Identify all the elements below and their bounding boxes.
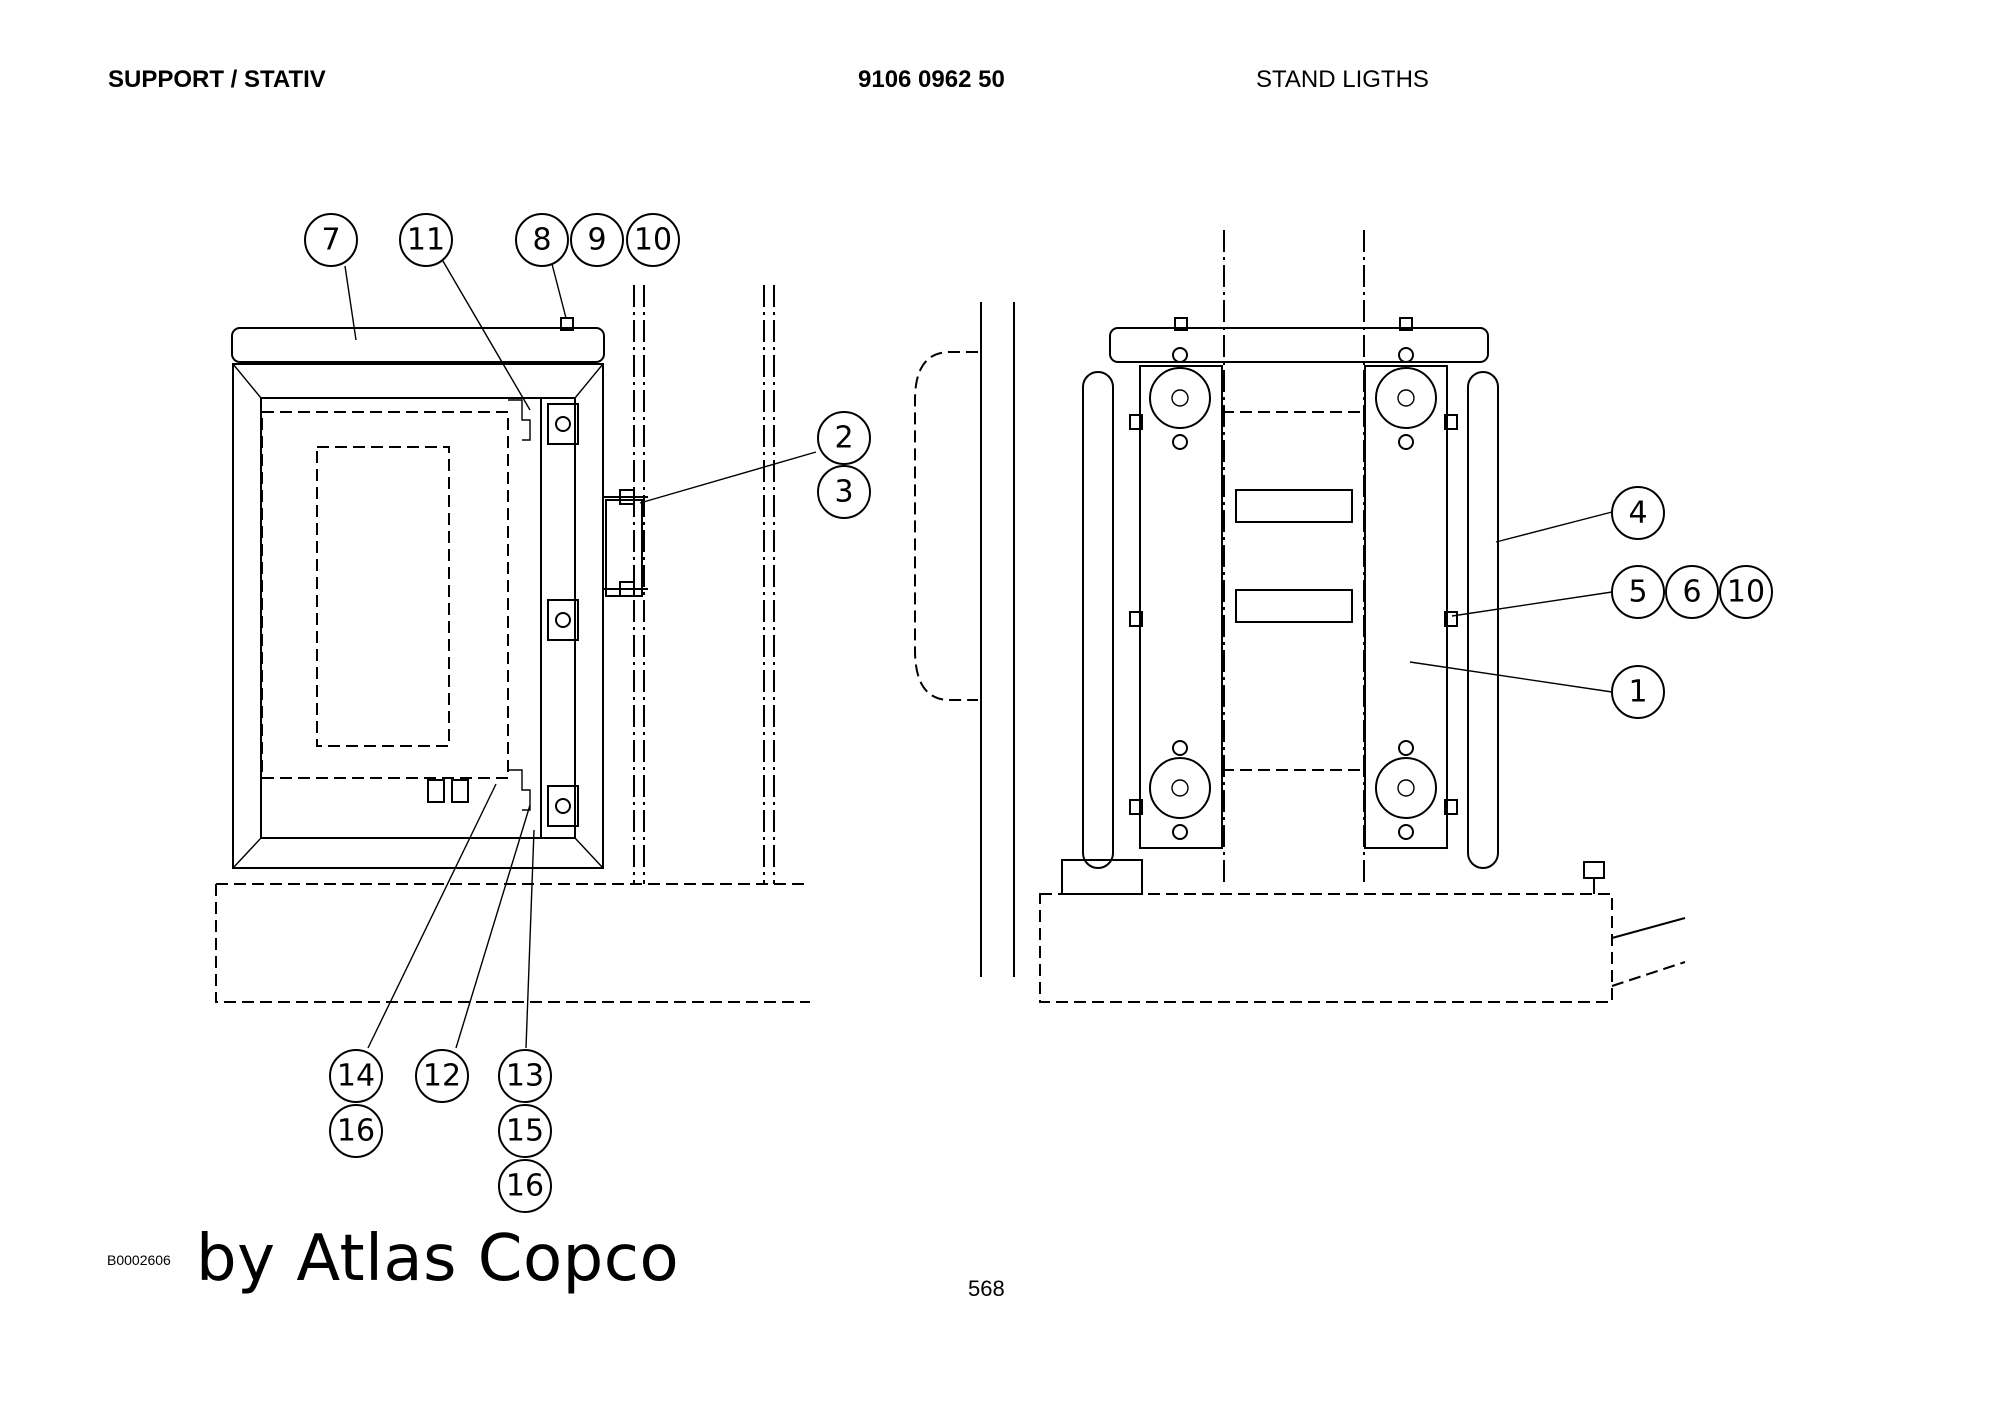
svg-text:14: 14 [337, 1059, 375, 1094]
callout-15: 15 [498, 1104, 552, 1158]
callout-16: 16 [329, 1104, 383, 1158]
drawing-code: B0002606 [107, 1252, 171, 1268]
svg-text:13: 13 [506, 1059, 544, 1094]
callout-10: 10 [626, 213, 680, 267]
left-view [215, 255, 817, 1049]
svg-text:10: 10 [1727, 575, 1765, 610]
svg-text:5: 5 [1628, 575, 1647, 610]
brand-mark: by Atlas Copco [196, 1222, 680, 1296]
svg-text:7: 7 [321, 223, 340, 258]
callout-16: 16 [498, 1159, 552, 1213]
callout-11: 11 [399, 213, 453, 267]
part-number: 9106 0962 50 [858, 66, 1005, 93]
callout-7: 7 [304, 213, 358, 267]
svg-text:2: 2 [834, 421, 853, 456]
lamp-frame-inner [260, 397, 576, 839]
callout-3: 3 [817, 465, 871, 519]
lamp-body-hidden [261, 411, 509, 779]
callout-14: 14 [329, 1049, 383, 1103]
section-title: SUPPORT / STATIV [108, 66, 326, 93]
svg-text:9: 9 [587, 223, 606, 258]
callout-10: 10 [1719, 565, 1773, 619]
svg-text:16: 16 [337, 1114, 375, 1149]
callout-13: 13 [498, 1049, 552, 1103]
svg-text:15: 15 [506, 1114, 544, 1149]
callout-5: 5 [1611, 565, 1665, 619]
callout-4: 4 [1611, 486, 1665, 540]
svg-text:6: 6 [1682, 575, 1701, 610]
svg-text:11: 11 [407, 223, 445, 258]
callout-6: 6 [1665, 565, 1719, 619]
svg-text:8: 8 [532, 223, 551, 258]
side-handle-left [1082, 371, 1114, 869]
top-plate [1109, 327, 1489, 363]
drawing-description: STAND LIGTHS [1256, 66, 1429, 93]
callout-1: 1 [1611, 665, 1665, 719]
lamp-plate-right [1364, 365, 1448, 849]
page-number: 568 [968, 1276, 1005, 1301]
callout-9: 9 [570, 213, 624, 267]
svg-text:16: 16 [506, 1169, 544, 1204]
lamp-plate-left [1139, 365, 1223, 849]
lamp-lid [231, 327, 605, 363]
callout-2: 2 [817, 411, 871, 465]
svg-text:4: 4 [1628, 496, 1647, 531]
lamp-housing [232, 363, 604, 869]
right-view [914, 230, 1686, 1003]
callout-8: 8 [515, 213, 569, 267]
lamp-window-hidden [316, 446, 450, 747]
svg-text:12: 12 [423, 1059, 461, 1094]
side-handle-right [1467, 371, 1499, 869]
svg-text:1: 1 [1628, 675, 1647, 710]
svg-text:10: 10 [634, 223, 672, 258]
svg-text:3: 3 [834, 475, 853, 510]
callout-12: 12 [415, 1049, 469, 1103]
